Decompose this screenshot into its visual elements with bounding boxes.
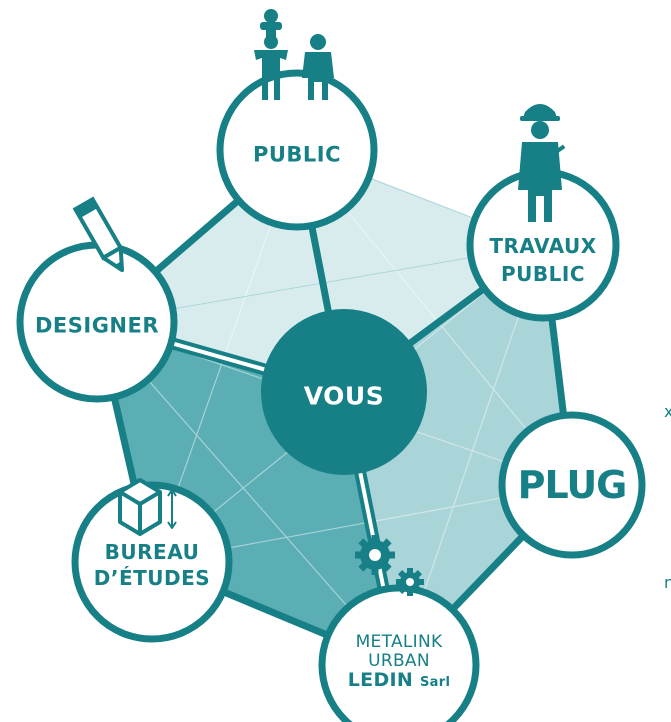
- edge-fragment-bottom: n: [664, 573, 671, 592]
- metalink-line3: LEDIN Sarl: [348, 670, 450, 691]
- node-public-circle: [216, 69, 378, 231]
- node-vous-label: VOUS: [303, 381, 385, 411]
- node-public-label: PUBLIC: [252, 142, 342, 167]
- node-designer-label: DESIGNER: [34, 313, 160, 338]
- family-icon: [254, 9, 334, 100]
- node-metalink-circle: [318, 584, 480, 722]
- plug-logo: PLUG: [517, 463, 628, 507]
- edge-fragment-top: x: [664, 402, 671, 421]
- worker-icon: [518, 104, 566, 222]
- metalink-ledin: LEDIN: [347, 669, 414, 692]
- gears-icon: [355, 535, 424, 596]
- metalink-sarl: Sarl: [420, 675, 451, 691]
- node-bureau-label: BUREAU D’ÉTUDES: [77, 539, 227, 591]
- node-travaux-label: TRAVAUX PUBLIC: [468, 232, 618, 288]
- metalink-line2: URBAN: [368, 650, 430, 671]
- node-vous-circle: [261, 309, 427, 475]
- node-metalink-label: METALINK URBAN LEDIN Sarl: [348, 633, 450, 691]
- node-travaux-text: TRAVAUX PUBLIC: [489, 234, 597, 286]
- pencil-icon: [72, 196, 124, 273]
- node-bureau-text: BUREAU D’ÉTUDES: [93, 540, 211, 590]
- node-plug-circle: [498, 411, 646, 559]
- cube-icon: [118, 478, 177, 536]
- metalink-line1: METALINK: [355, 631, 443, 652]
